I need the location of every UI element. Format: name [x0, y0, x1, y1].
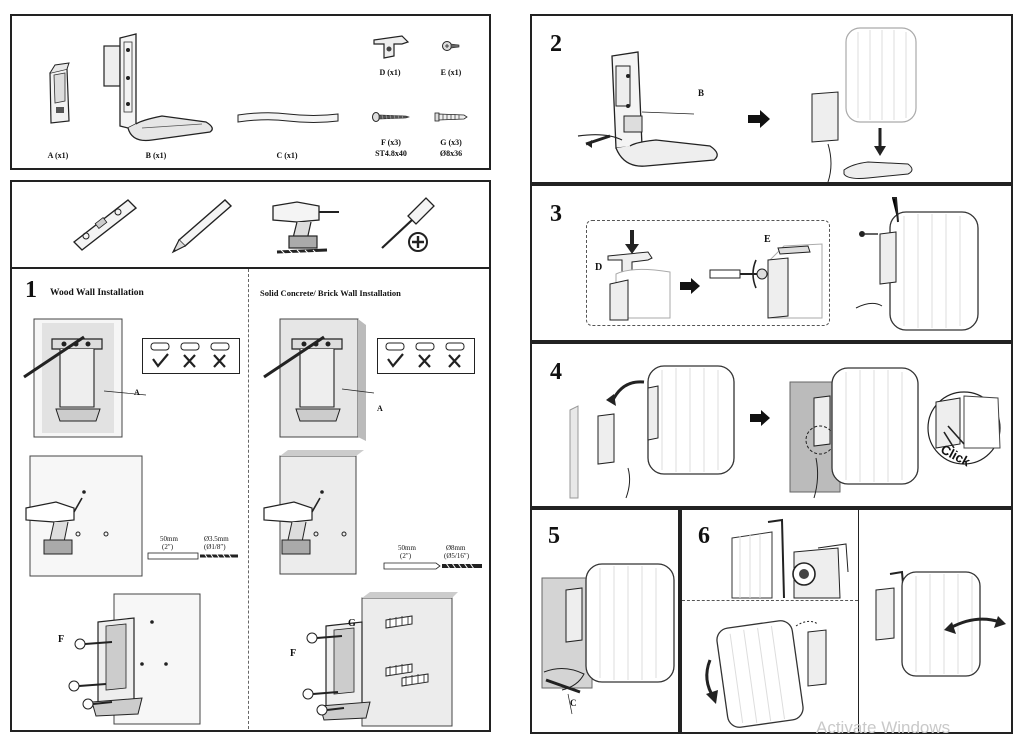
part-a-label: A (x1) [47, 151, 69, 160]
step2-speaker-lower-illustration [811, 27, 917, 183]
concrete-screw-anchor-illustration [302, 592, 458, 727]
part-d-label: D (x1) [379, 68, 401, 77]
wood-drill-depth: 50mm [160, 535, 178, 543]
step4-number: 4 [550, 359, 562, 385]
wood-drill-wall-illustration [25, 455, 143, 577]
step1-number: 1 [25, 277, 37, 303]
step4-speaker-on-wall-illustration [789, 367, 919, 499]
callout-b-step2: B [698, 88, 705, 98]
wood-wall-title: Wood Wall Installation [50, 288, 144, 298]
wood-drill-bit-icon [147, 552, 238, 560]
step3-arrow-right-icon [680, 278, 700, 294]
callout-a-wood: A [134, 388, 140, 397]
part-g-spec: Ø8x36 [439, 149, 463, 158]
step3-screwdriver-illustration [709, 243, 823, 319]
step4-panel: 4 Click [530, 342, 1013, 508]
wood-drill-depth-in: (2″) [162, 543, 174, 551]
callout-f-concrete: F [290, 648, 297, 659]
step6-panel: 6 [680, 508, 1013, 734]
step6-divider-horizontal [682, 600, 858, 601]
callout-a-concrete: A [377, 404, 383, 413]
step3-lock-clip-insert-illustration [607, 230, 671, 321]
step2-number: 2 [550, 31, 562, 57]
part-c-label: C (x1) [276, 151, 298, 160]
part-f-label: F (x3) [381, 138, 401, 147]
concrete-drill-depth: 50mm [398, 544, 416, 552]
callout-e-step3: E [764, 234, 771, 245]
step2-panel: 2 B [530, 14, 1013, 184]
concrete-drill-bit-icon [383, 562, 482, 570]
wood-drill-bit-in: (Ø1/8″) [204, 543, 226, 551]
step5-cable-strap-illustration [541, 563, 675, 715]
small-screw-icon [442, 41, 460, 51]
callout-g-concrete: G [348, 618, 356, 629]
arrow-right-icon [748, 110, 770, 128]
step6-adjust-angle-illustration [875, 570, 1006, 677]
step3-detail-box [586, 220, 830, 326]
wood-screw-icon [372, 112, 410, 122]
callout-c-step5: C [570, 698, 577, 708]
part-g-label: G (x3) [440, 138, 462, 147]
part-e-label: E (x1) [440, 68, 462, 77]
step3-number: 3 [550, 201, 562, 227]
level-options-icons-concrete [385, 342, 465, 368]
spirit-level-icon [72, 199, 138, 251]
step4-hang-speaker-illustration [569, 365, 735, 499]
step6-rotate-speaker-illustration [705, 620, 827, 728]
concrete-drill-bit-in: (Ø5/16″) [444, 552, 470, 560]
callout-f-wood: F [58, 634, 65, 645]
part-b-label: B (x1) [145, 151, 167, 160]
wood-drill-bit: Ø3.5mm [204, 535, 229, 543]
step3-panel: 3 D E [530, 184, 1013, 342]
step2-bracket-cable-illustration [577, 51, 718, 167]
level-options-icons [150, 342, 230, 368]
l-bracket-icon [103, 33, 213, 142]
step6-number: 6 [698, 523, 710, 549]
parts-panel: A (x1) B (x1) C (x1) D (x1) E (x1) F (x3… [10, 14, 491, 170]
drill-icon [272, 201, 339, 255]
step4-arrow-right-icon [750, 410, 770, 426]
speaker-mount-adapter-icon [49, 62, 70, 124]
concrete-bracket-level-illustration [263, 318, 375, 441]
callout-d-step3: D [595, 262, 603, 273]
tools-and-step1-panel: 1 Wood Wall Installation Solid Concrete/… [10, 180, 491, 732]
step5-number: 5 [548, 523, 560, 549]
step4-click-detail-illustration [927, 391, 1001, 465]
wood-level-check-box [142, 338, 240, 374]
wall-anchor-icon [434, 112, 468, 122]
wood-screw-bracket-illustration [68, 593, 201, 725]
concrete-drill-bit: Ø8mm [446, 544, 466, 552]
step6-divider-vertical [858, 510, 859, 732]
activate-windows-watermark: Activate Windows [816, 718, 951, 737]
cable-strap-icon [237, 112, 339, 123]
part-f-spec: ST4.8x40 [375, 149, 407, 158]
concrete-level-check-box [377, 338, 475, 374]
concrete-drill-wall-illustration [263, 450, 364, 575]
lock-clip-icon [373, 35, 410, 59]
concrete-drill-depth-in: (2″) [400, 552, 412, 560]
pencil-icon [171, 199, 233, 254]
step3-speaker-mounted-illustration [855, 197, 979, 331]
tools-row [12, 182, 489, 269]
step1-divider [248, 269, 249, 729]
wood-bracket-level-illustration [23, 318, 147, 438]
step6-screw-detail-illustration [731, 518, 849, 599]
concrete-wall-title: Solid Concrete/ Brick Wall Installation [260, 288, 401, 298]
step5-panel: 5 C [530, 508, 680, 734]
phillips-screwdriver-icon [381, 197, 435, 252]
